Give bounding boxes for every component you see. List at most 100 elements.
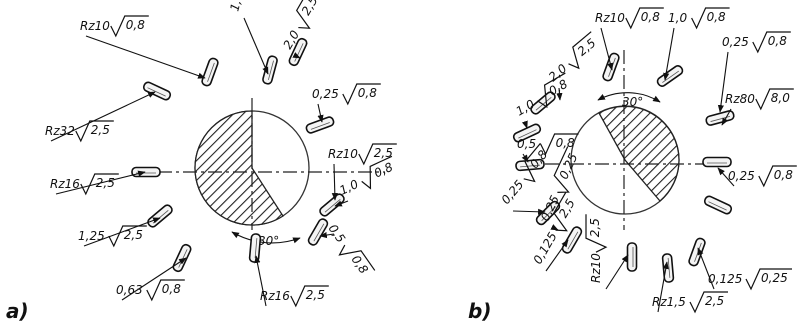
- roughness-param: Rz10: [328, 147, 358, 161]
- leader-line: [605, 254, 629, 290]
- leader-line: [717, 167, 735, 187]
- roughness-symbol: Rz10 2,5: [328, 143, 397, 166]
- roughness-value: 2,5: [374, 146, 393, 160]
- roughness-value: 0,8: [556, 136, 575, 150]
- roughness-value: 8,0: [771, 91, 790, 105]
- panel-b-disc: [545, 50, 705, 230]
- panel-a-annotations: Rz100,81,00,82,02,50,250,8Rz322,5Rz102,5…: [45, 0, 397, 308]
- panel-a-angle: 30°: [258, 234, 279, 248]
- leader-line: [121, 257, 187, 301]
- roughness-param: Rz10: [589, 253, 603, 283]
- roughness-symbol: Rz80 8,0: [725, 88, 794, 111]
- roughness-param: Rz80: [725, 92, 755, 106]
- roughness-param: 0,125: [530, 230, 559, 267]
- tool-bit: [201, 57, 219, 87]
- leader-line: [512, 208, 546, 215]
- roughness-value: 2,5: [299, 0, 321, 18]
- leader-line: [317, 103, 324, 123]
- roughness-symbol: Rz10 2,5: [585, 214, 608, 283]
- roughness-symbol: Rz10 0,8: [80, 15, 149, 38]
- roughness-value: 0,8: [372, 160, 396, 181]
- roughness-symbol: 0,25 0,8: [728, 165, 797, 188]
- tool-bit: [147, 204, 173, 228]
- roughness-param: 0,5: [326, 222, 348, 246]
- tool-bit: [561, 226, 583, 254]
- roughness-symbol: 1,0 0,8: [668, 7, 730, 30]
- leader-line: [85, 35, 206, 79]
- roughness-param: 1,0: [668, 11, 687, 25]
- roughness-value: 2,5: [96, 176, 115, 190]
- panel-a: 30° Rz100,81,00,82,02,50,250,8Rz322,5Rz1…: [6, 0, 397, 323]
- roughness-value: 0,8: [641, 10, 660, 24]
- panel-a-caption: a): [6, 299, 29, 323]
- roughness-value: 0,8: [162, 282, 181, 296]
- roughness-param: 1,0: [514, 97, 538, 119]
- roughness-symbol: 0,50,8: [326, 222, 376, 277]
- roughness-param: 1,0: [227, 0, 246, 13]
- tool-bit: [142, 81, 172, 101]
- leader-line: [657, 261, 669, 313]
- roughness-param: 1,0: [337, 177, 361, 198]
- roughness-value: 0,8: [358, 86, 377, 100]
- tool-bit: [512, 123, 542, 143]
- roughness-value: 2,5: [705, 294, 724, 308]
- roughness-symbol: 0,125 0,25: [708, 268, 792, 291]
- roughness-param: Rz16: [50, 177, 80, 191]
- roughness-param: 0,25: [728, 169, 755, 183]
- roughness-param: Rz10: [595, 11, 625, 25]
- tool-bit: [656, 65, 684, 87]
- leader-line: [292, 52, 301, 59]
- roughness-symbol: Rz10 0,8: [595, 7, 664, 30]
- roughness-symbol: 1,0 0,8: [337, 155, 396, 198]
- leader-line: [521, 153, 529, 163]
- roughness-value: 0,8: [774, 168, 793, 182]
- roughness-value: 0,8: [126, 18, 145, 32]
- leader-line: [717, 51, 729, 113]
- leader-line: [55, 170, 146, 195]
- leader-line: [545, 239, 569, 272]
- roughness-symbol: 2,02,5: [546, 31, 599, 84]
- roughness-param: 0,125: [708, 272, 742, 286]
- tool-bit: [705, 110, 735, 126]
- roughness-symbol: Rz1,5 2,5: [652, 291, 728, 314]
- roughness-param: 0,5: [517, 137, 536, 151]
- roughness-value: 2,5: [91, 123, 110, 137]
- roughness-value: 0,8: [768, 34, 787, 48]
- tool-bit: [172, 243, 192, 273]
- roughness-param: 0,63: [116, 283, 143, 297]
- tool-bit: [703, 195, 733, 215]
- roughness-symbol: 0,5 0,8: [517, 133, 579, 156]
- leader-line: [334, 200, 349, 207]
- leader-line: [83, 217, 161, 247]
- roughness-param: 0,25: [499, 177, 527, 206]
- roughness-param: Rz1,5: [652, 295, 686, 309]
- tool-bit: [305, 116, 335, 134]
- tool-bit: [248, 233, 262, 263]
- tool-bit: [131, 166, 161, 178]
- roughness-value: 0,8: [707, 10, 726, 24]
- leader-line: [721, 108, 732, 126]
- roughness-symbol: 1,00,8: [227, 0, 246, 13]
- roughness-value: 0,25: [761, 271, 788, 285]
- leader-line: [663, 27, 675, 81]
- leader-line: [50, 91, 156, 142]
- panel-b-caption: b): [468, 299, 491, 323]
- roughness-value: 2,5: [575, 36, 599, 59]
- roughness-param: Rz10: [80, 19, 110, 33]
- roughness-symbol: Rz16 2,5: [50, 173, 119, 196]
- tool-bit: [307, 218, 329, 246]
- tool-bit: [262, 55, 278, 85]
- tool-bit: [702, 156, 732, 168]
- roughness-value: 2,5: [588, 218, 602, 237]
- leader-line: [243, 17, 269, 75]
- leader-line: [319, 231, 335, 239]
- leader-line: [556, 87, 563, 101]
- leader-line: [600, 27, 614, 71]
